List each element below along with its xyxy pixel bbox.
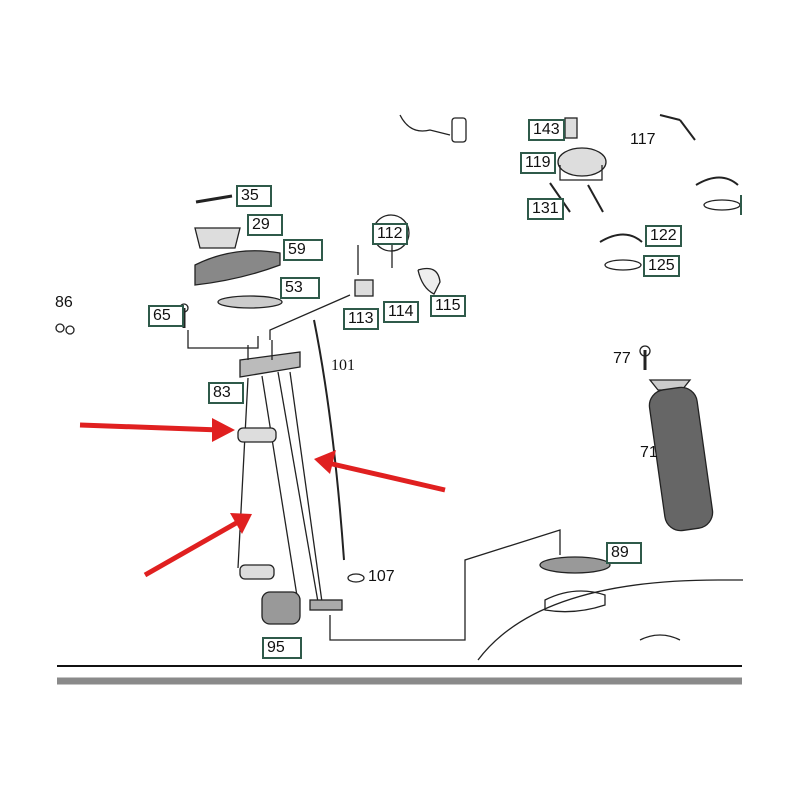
arrow-1 (79, 422, 221, 433)
label-71: 71 (640, 444, 658, 461)
label-89: 89 (606, 542, 642, 564)
label-131: 131 (527, 198, 564, 220)
label-77: 77 (613, 350, 631, 367)
label-107: 107 (368, 568, 395, 585)
label-59: 59 (283, 239, 323, 261)
label-119: 119 (520, 152, 556, 174)
label-122: 122 (645, 225, 682, 247)
label-86: 86 (55, 294, 73, 311)
arrow-3-head (230, 513, 252, 534)
label-95: 95 (262, 637, 302, 659)
arrow-1-head (212, 418, 235, 442)
arrow-3 (143, 519, 240, 578)
label-53: 53 (280, 277, 320, 299)
label-29: 29 (247, 214, 283, 236)
label-113: 113 (343, 308, 379, 330)
label-112: 112 (372, 223, 408, 245)
red-arrows (79, 418, 446, 578)
label-125: 125 (643, 255, 680, 277)
label-83: 83 (208, 382, 244, 404)
label-115: 115 (430, 295, 466, 317)
label-101: 101 (331, 357, 355, 374)
arrow-2 (327, 460, 446, 493)
label-143: 143 (528, 119, 565, 141)
label-117: 117 (630, 131, 656, 148)
parts-outlines (55, 114, 743, 661)
label-35: 35 (236, 185, 272, 207)
label-65: 65 (148, 305, 184, 327)
label-114: 114 (383, 301, 419, 323)
footer-rules (57, 665, 742, 685)
arrow-2-head (314, 450, 336, 474)
